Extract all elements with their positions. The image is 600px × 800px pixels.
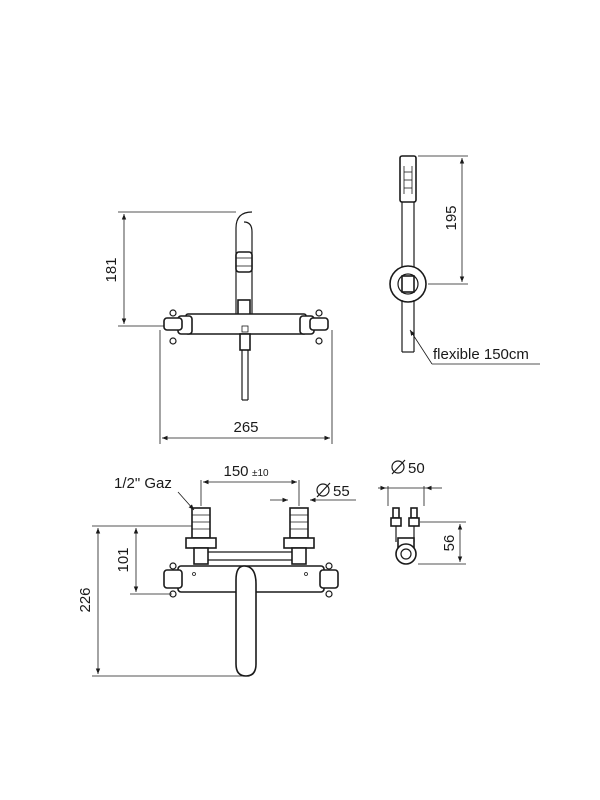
wall-bracket-view [390, 507, 420, 565]
dimension-181: 181 [103, 211, 236, 327]
dimension-101: 101 [115, 525, 192, 595]
diameter-55-label: 55 [333, 483, 350, 500]
dimension-181-label: 181 [103, 257, 120, 282]
dimension-56: 56 [418, 521, 466, 565]
thread-leader: 1/2" Gaz [114, 475, 195, 511]
top-view [163, 507, 339, 677]
dimension-226-label: 226 [77, 587, 94, 612]
dimension-195: 195 [418, 155, 468, 285]
dimension-265: 265 [159, 330, 333, 444]
flexible-leader: flexible 150cm [409, 329, 540, 365]
dimension-56-label: 56 [441, 535, 458, 552]
dimension-150-label: 150 [223, 463, 248, 480]
diameter-symbol-icon [391, 459, 406, 475]
diameter-50-label: 50 [408, 460, 425, 477]
dimension-226: 226 [77, 525, 244, 677]
diameter-55: 55 [270, 482, 356, 503]
diameter-50: 50 [378, 459, 442, 506]
front-view [163, 211, 329, 401]
diameter-symbol-icon [316, 482, 331, 498]
dimension-150: 150 ±10 [200, 463, 300, 506]
flexible-label: flexible 150cm [433, 346, 529, 363]
dimension-265-label: 265 [233, 419, 258, 436]
hand-shower-view [389, 155, 427, 353]
dimension-195-label: 195 [443, 205, 460, 230]
dimension-150-tolerance: ±10 [252, 468, 269, 479]
thread-label: 1/2" Gaz [114, 475, 172, 492]
dimension-101-label: 101 [115, 547, 132, 572]
